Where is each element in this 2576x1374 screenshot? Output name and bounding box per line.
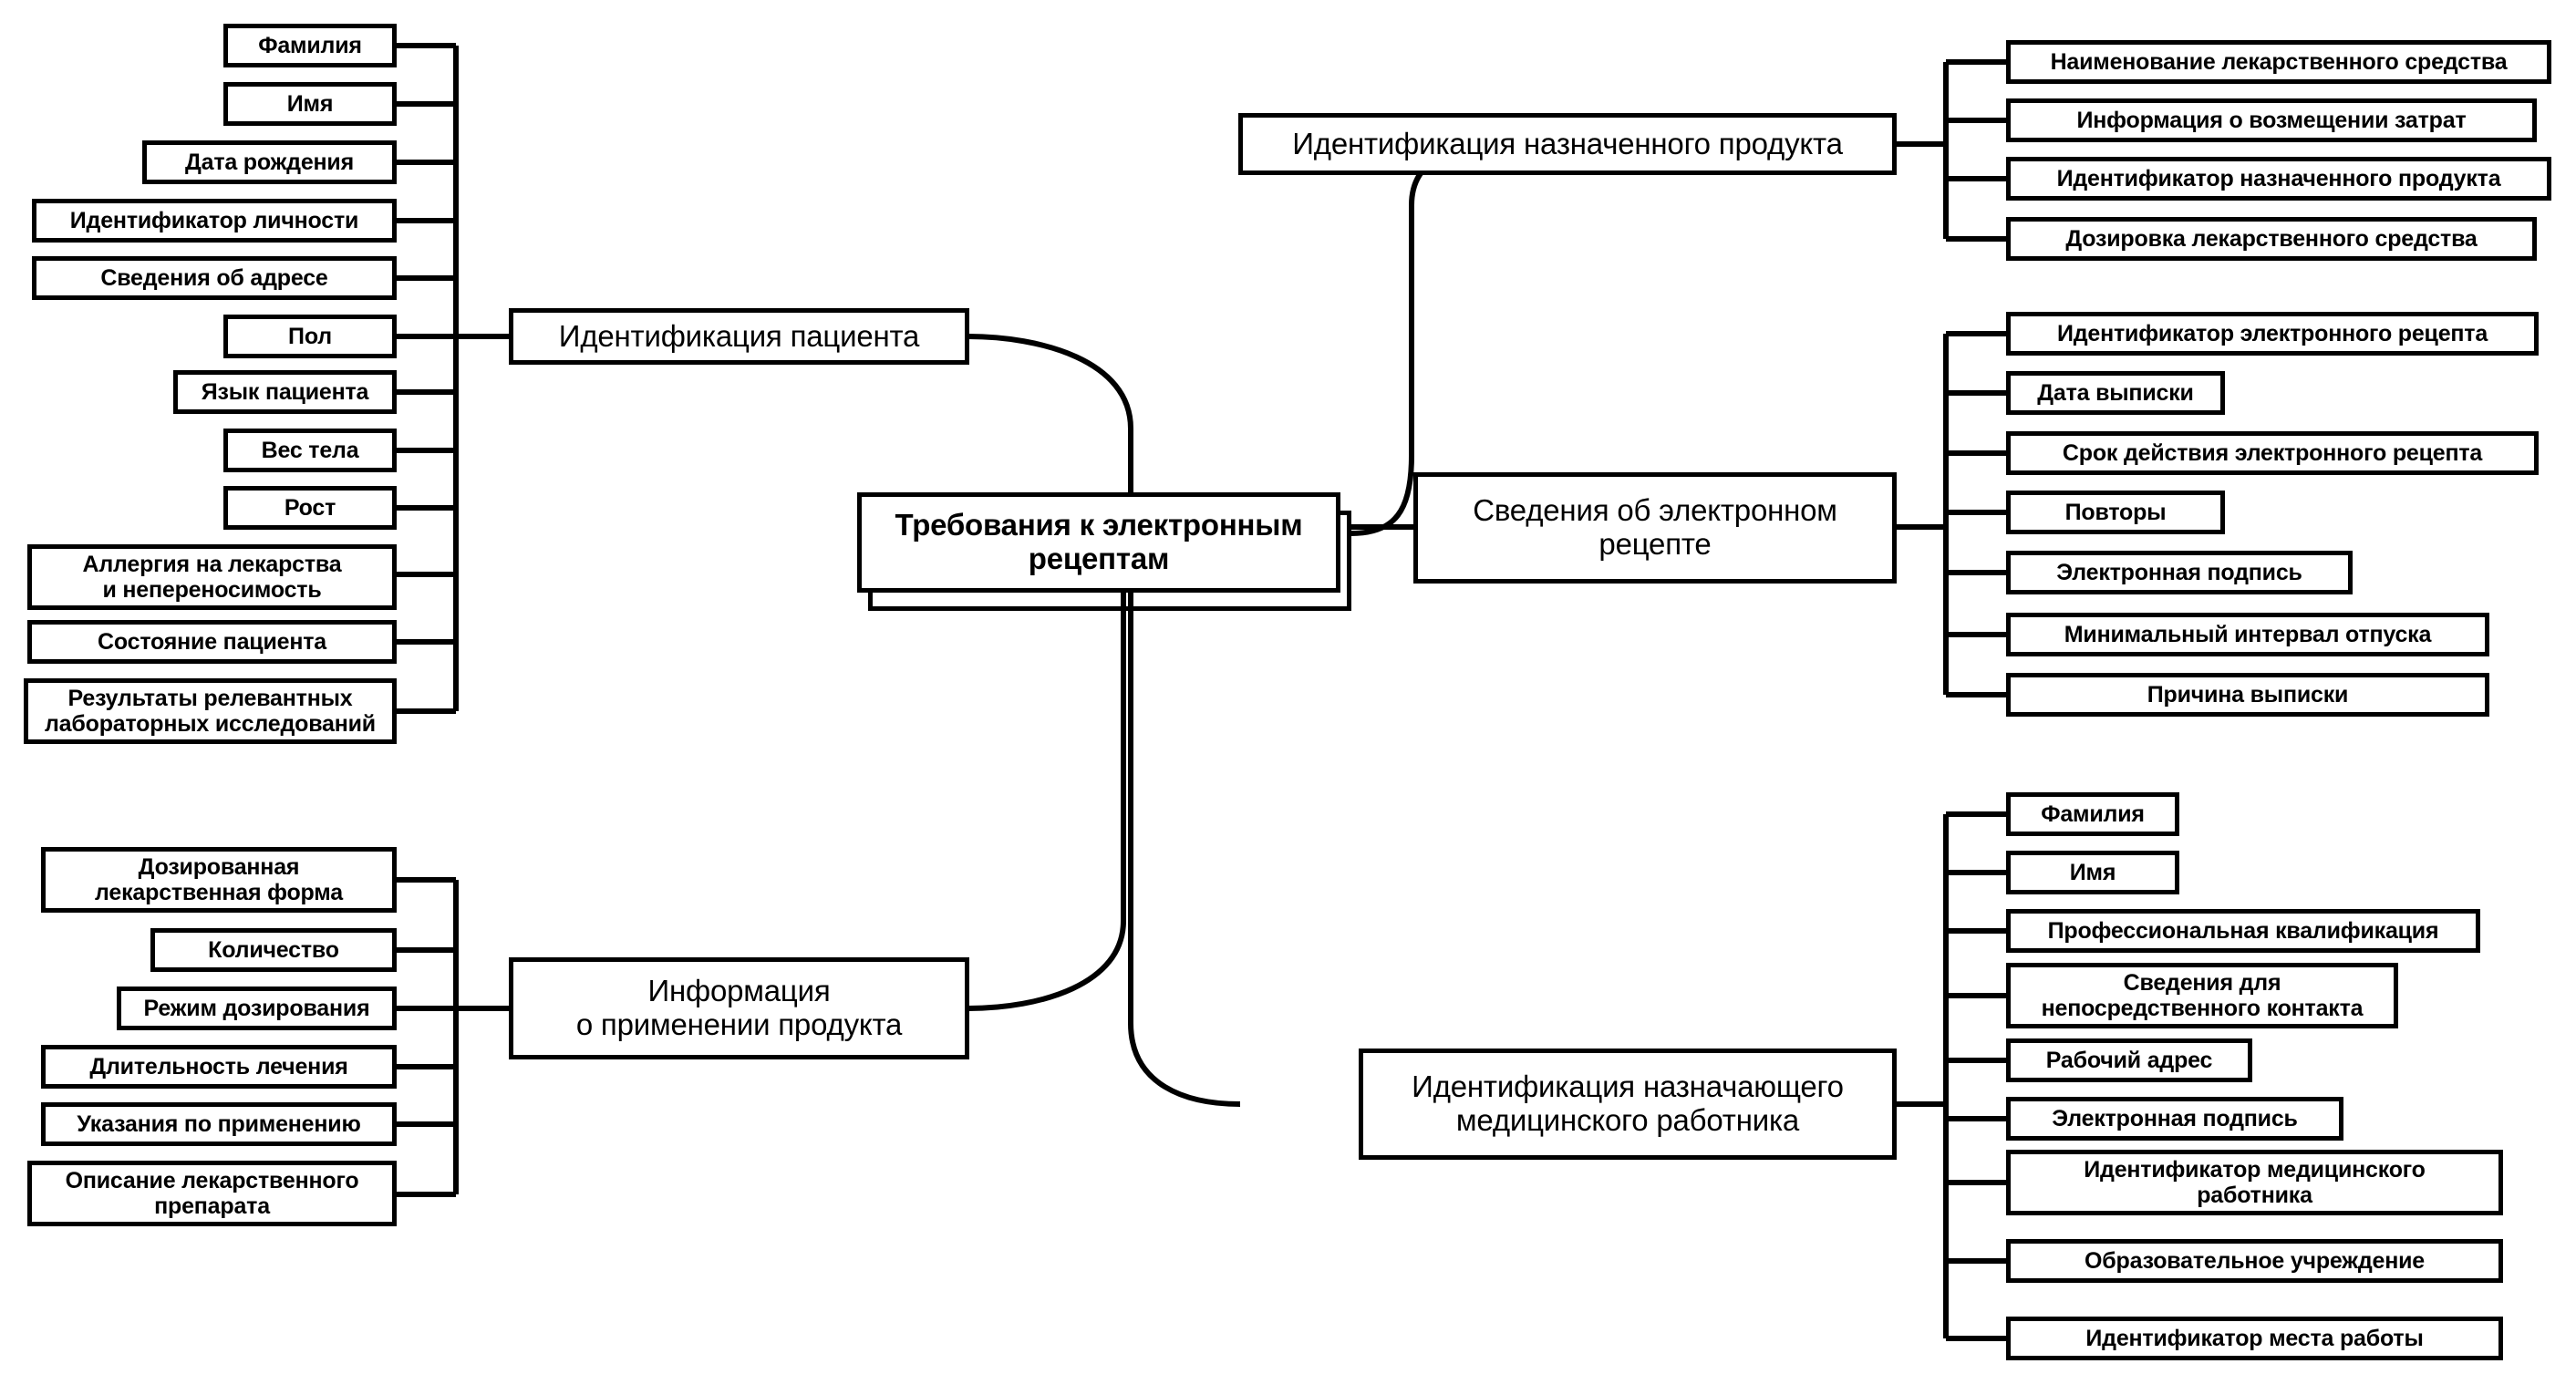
leaf-node[interactable]: Аллергия на лекарства и непереносимость <box>27 544 397 610</box>
leaf-node[interactable]: Фамилия <box>2006 792 2179 836</box>
leaf-node[interactable]: Причина выписки <box>2006 673 2489 717</box>
leaf-label: Рост <box>284 495 336 521</box>
leaf-label: Указания по применению <box>77 1111 361 1137</box>
leaf-node[interactable]: Вес тела <box>223 429 397 472</box>
leaf-label: Профессиональная квалификация <box>2047 918 2439 944</box>
leaf-label: Идентификатор назначенного продукта <box>2056 166 2501 191</box>
leaf-label: Язык пациента <box>201 379 369 405</box>
leaf-node[interactable]: Состояние пациента <box>27 620 397 664</box>
leaf-node[interactable]: Профессиональная квалификация <box>2006 909 2480 953</box>
leaf-label: Имя <box>286 91 334 117</box>
leaf-label: Идентификатор электронного рецепта <box>2056 321 2488 346</box>
leaf-node[interactable]: Пол <box>223 315 397 358</box>
leaf-node[interactable]: Дата рождения <box>142 140 397 184</box>
leaf-node[interactable]: Наименование лекарственного средства <box>2006 40 2551 84</box>
branch-label: Идентификация пациента <box>558 318 920 353</box>
leaf-label: Сведения об адресе <box>100 265 328 291</box>
leaf-node[interactable]: Идентификатор места работы <box>2006 1317 2503 1360</box>
leaf-label: Повторы <box>2064 500 2167 525</box>
leaf-node[interactable]: Дозированная лекарственная форма <box>41 847 397 913</box>
leaf-node[interactable]: Длительность лечения <box>41 1045 397 1089</box>
root-node-label: Требования к электронным рецептам <box>895 508 1303 575</box>
leaf-node[interactable]: Информация о возмещении затрат <box>2006 98 2537 142</box>
leaf-label: Дата выписки <box>2037 380 2194 406</box>
leaf-label: Дозированная лекарственная форма <box>95 854 343 905</box>
branch-node-patient-identification[interactable]: Идентификация пациента <box>509 308 969 365</box>
leaf-node[interactable]: Режим дозирования <box>117 987 397 1030</box>
leaf-label: Электронная подпись <box>2056 560 2302 585</box>
leaf-node[interactable]: Результаты релевантных лабораторных иссл… <box>24 678 397 744</box>
leaf-label: Состояние пациента <box>98 629 326 655</box>
leaf-label: Вес тела <box>261 438 359 463</box>
leaf-label: Срок действия электронного рецепта <box>2062 440 2483 466</box>
leaf-label: Имя <box>2069 860 2116 885</box>
leaf-label: Наименование лекарственного средства <box>2050 49 2508 75</box>
leaf-label: Минимальный интервал отпуска <box>2064 622 2432 647</box>
leaf-node[interactable]: Идентификатор электронного рецепта <box>2006 312 2539 356</box>
leaf-label: Идентификатор личности <box>69 208 359 233</box>
branch-label: Информация о применении продукта <box>575 974 903 1041</box>
leaf-label: Образовательное учреждение <box>2085 1248 2425 1274</box>
leaf-node[interactable]: Сведения об адресе <box>32 256 397 300</box>
leaf-label: Идентификатор места работы <box>2085 1326 2424 1351</box>
leaf-label: Рабочий адрес <box>2045 1048 2213 1073</box>
leaf-node[interactable]: Сведения для непосредственного контакта <box>2006 963 2398 1028</box>
branch-node-prescribed-product-identification[interactable]: Идентификация назначенного продукта <box>1238 113 1897 175</box>
branch-label: Идентификация назначенного продукта <box>1292 126 1843 160</box>
leaf-node[interactable]: Язык пациента <box>173 370 397 414</box>
leaf-node[interactable]: Описание лекарственного препарата <box>27 1161 397 1226</box>
branch-label: Идентификация назначающего медицинского … <box>1412 1069 1844 1137</box>
leaf-node[interactable]: Образовательное учреждение <box>2006 1239 2503 1283</box>
leaf-node[interactable]: Имя <box>223 82 397 126</box>
leaf-label: Информация о возмещении затрат <box>2076 108 2467 133</box>
leaf-node[interactable]: Дозировка лекарственного средства <box>2006 217 2537 261</box>
leaf-node[interactable]: Срок действия электронного рецепта <box>2006 431 2539 475</box>
leaf-label: Количество <box>208 937 339 963</box>
leaf-node[interactable]: Идентификатор медицинского работника <box>2006 1150 2503 1215</box>
leaf-label: Фамилия <box>2041 801 2145 827</box>
leaf-node[interactable]: Имя <box>2006 851 2179 894</box>
branch-node-prescriber-identification[interactable]: Идентификация назначающего медицинского … <box>1359 1049 1897 1160</box>
leaf-label: Пол <box>288 324 332 349</box>
leaf-label: Сведения для непосредственного контакта <box>2041 970 2364 1021</box>
leaf-label: Причина выписки <box>2147 682 2349 708</box>
leaf-node[interactable]: Рабочий адрес <box>2006 1038 2252 1082</box>
leaf-label: Электронная подпись <box>2052 1106 2298 1131</box>
leaf-label: Идентификатор медицинского работника <box>2084 1157 2426 1208</box>
leaf-node[interactable]: Электронная подпись <box>2006 551 2353 594</box>
leaf-label: Длительность лечения <box>89 1054 348 1080</box>
leaf-node[interactable]: Электронная подпись <box>2006 1097 2343 1141</box>
leaf-label: Дозировка лекарственного средства <box>2065 226 2478 252</box>
root-node[interactable]: Требования к электронным рецептам <box>857 492 1340 593</box>
leaf-label: Результаты релевантных лабораторных иссл… <box>45 686 376 737</box>
branch-node-electronic-prescription-details[interactable]: Сведения об электронном рецепте <box>1413 472 1897 584</box>
leaf-label: Аллергия на лекарства и непереносимость <box>82 552 342 603</box>
leaf-label: Фамилия <box>258 33 362 58</box>
branch-label: Сведения об электронном рецепте <box>1473 493 1837 561</box>
leaf-label: Режим дозирования <box>143 996 370 1021</box>
branch-node-product-usage-information[interactable]: Информация о применении продукта <box>509 957 969 1059</box>
leaf-node[interactable]: Рост <box>223 486 397 530</box>
leaf-node[interactable]: Идентификатор назначенного продукта <box>2006 157 2551 201</box>
leaf-node[interactable]: Количество <box>150 928 397 972</box>
leaf-node[interactable]: Повторы <box>2006 491 2225 534</box>
leaf-node[interactable]: Идентификатор личности <box>32 199 397 243</box>
leaf-node[interactable]: Дата выписки <box>2006 371 2225 415</box>
leaf-node[interactable]: Указания по применению <box>41 1102 397 1146</box>
leaf-label: Описание лекарственного препарата <box>65 1168 359 1219</box>
leaf-node[interactable]: Минимальный интервал отпуска <box>2006 613 2489 656</box>
leaf-node[interactable]: Фамилия <box>223 24 397 67</box>
leaf-label: Дата рождения <box>185 150 354 175</box>
